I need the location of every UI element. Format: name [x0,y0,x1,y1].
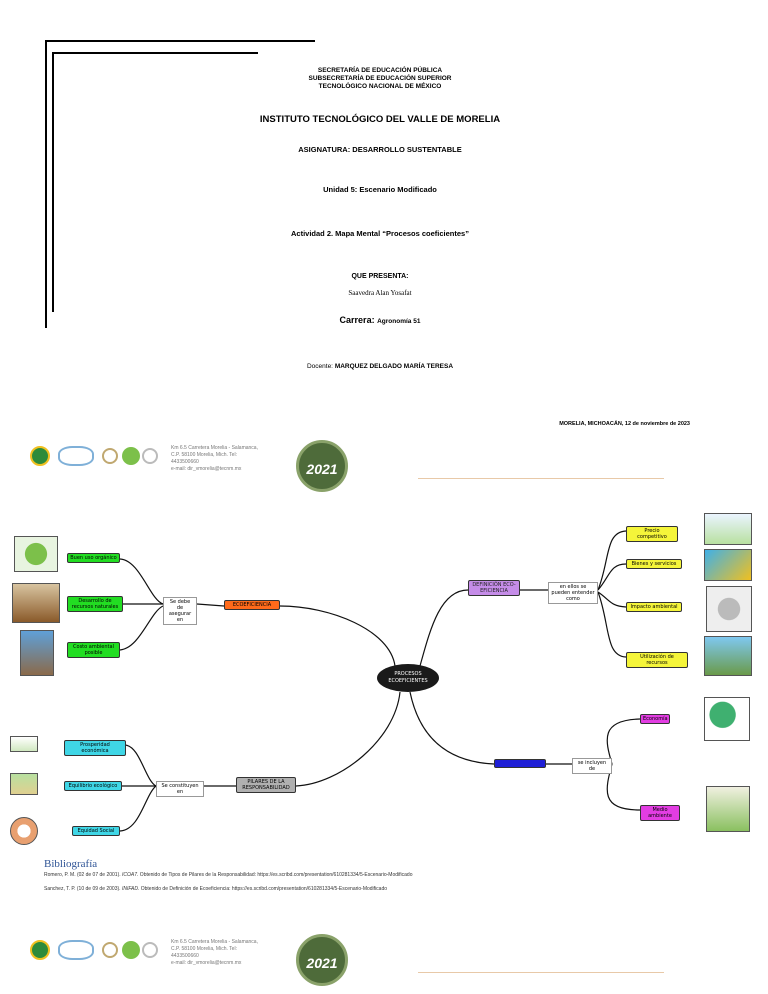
entry-italic: ICOA7 [122,872,138,878]
connector-pilares: Se constituyen en [156,781,204,797]
bibliography-title: Bibliografía [44,858,98,870]
node-precio-competitivo: Precio competitivo [626,526,678,542]
activity: Actividad 2. Mapa Mental “Procesos coefi… [291,229,469,238]
frame-left-inner [52,52,54,312]
node-pilares: PILARES DE LA RESPONSABILIDAD [236,777,296,793]
author: Saavedra Alan Yosafat [348,289,412,297]
presents-label: QUE PRESENTA: [351,273,409,280]
node-buen-uso-organico: Buen uso orgánico [67,553,120,563]
career-value: Agronomía 51 [377,318,421,325]
unit: Unidad 5: Escenario Modificado [323,185,437,194]
connector-ecoeficiencia: Se debe de asegurar en [163,597,197,625]
institution-line: SECRETARÍA DE EDUCACIÓN PÚBLICA [317,67,443,74]
subject: ASIGNATURA: DESARROLLO SUSTENTABLE [298,145,462,154]
eco-globe-image [14,536,58,572]
certification-logo-icon [102,942,118,958]
career: Carrera: Agronomía 51 [180,315,580,325]
teacher: Docente: MARQUEZ DELGADO MARÍA TERESA [180,363,580,370]
sep-logo-icon [30,446,50,466]
frame-left-outer [45,40,47,328]
node-equidad: Equidad Social [72,826,120,836]
mexico-2021-seal-icon: 2021 [296,934,348,986]
quality-logo-icon [142,448,158,464]
node-costo-ambiental: Costo ambiental posible [67,642,120,658]
node-blue-branch [494,759,546,768]
address-line: C.P. 58100 Morelia, Mich. Tel: [171,452,237,458]
certification-logo-icon [102,448,118,464]
entry-text: . Obtenido de Definición de Ecoeficienci… [137,886,388,892]
institution-line: TECNOLÓGICO NACIONAL DE MÉXICO [318,83,442,90]
footer-rule [418,972,664,973]
bibliography-entry: Sanchez, T. P. (10 de 09 de 2003). INIFA… [44,886,387,892]
node-definicion: DEFINICIÓN ECO-EFICIENCIA [468,580,520,596]
quality-logo-icon [142,942,158,958]
frame-top-inner [52,52,258,54]
prosperity-image [10,736,38,752]
footer-address: Km 6.5 Carretera Morelia - Salamanca, C.… [171,445,258,473]
landscape-image [704,636,752,676]
entry-text: Sanchez, T. P. (10 de 09 de 2003). [44,886,122,892]
node-desarrollo-recursos: Desarrollo de recursos naturales [67,596,123,612]
node-medio-ambiente: Medio ambiente [640,805,680,821]
frame-top-outer [45,40,315,42]
node-impacto-ambiental: Impacto ambiental [626,602,682,612]
hourglass-earth-image [20,630,54,676]
address-line: e-mail: dir_vmorelia@tecnm.mx [171,466,242,472]
address-line: Km 6.5 Carretera Morelia - Salamanca, [171,939,258,945]
node-economia: Economía [640,714,670,724]
anniversary-logo-icon [58,940,94,960]
address-line: e-mail: dir_vmorelia@tecnm.mx [171,960,242,966]
connector-incluyen: se incluyen de [572,758,612,774]
people-image [704,513,752,545]
sep-logo-icon [30,940,50,960]
teacher-name: MARQUEZ DELGADO MARÍA TERESA [334,363,454,370]
address-line: C.P. 58100 Morelia, Mich. Tel: [171,946,237,952]
node-ecoeficiencia: ECOEFICIENCIA [224,600,280,610]
teacher-label: Docente: [306,363,333,370]
institution-lines: SECRETARÍA DE EDUCACIÓN PÚBLICA SUBSECRE… [180,67,580,91]
footer-bottom: Km 6.5 Carretera Morelia - Salamanca, C.… [28,934,688,994]
mexico-2021-seal-icon: 2021 [296,440,348,492]
industry-globe-image [706,586,752,632]
place-date: MORELIA, MICHOACÁN, 12 de noviembre de 2… [559,421,690,427]
logs-image [12,583,60,623]
institute-title: INSTITUTO TECNOLÓGICO DEL VALLE DE MOREL… [259,114,501,125]
growth-chart-image [704,549,752,581]
footer-rule [418,478,664,479]
mindmap-connectors [119,530,641,832]
social-equity-image [10,817,38,845]
node-prosperidad: Prosperidad económica [64,740,126,756]
address-line: 4433500660 [171,459,199,465]
entry-text: . Obtenido de Tipos de Pilares de la Res… [137,872,413,878]
node-bienes-servicios: Bienes y servicios [626,559,682,569]
career-label: Carrera: [339,315,375,325]
balance-image [10,773,38,795]
footer-address: Km 6.5 Carretera Morelia - Salamanca, C.… [171,939,258,967]
address-line: 4433500660 [171,953,199,959]
connector-definicion: en ellos se pueden entender como [548,582,598,604]
address-line: Km 6.5 Carretera Morelia - Salamanca, [171,445,258,451]
bibliography-entry: Romero, P. M. (02 de 07 de 2001). ICOA7.… [44,872,412,878]
node-utilizacion-recursos: Utilización de recursos [626,652,688,668]
entry-text: Romero, P. M. (02 de 07 de 2001). [44,872,123,878]
mindmap-center-node: PROCESOS ECOEFICIENTES [377,664,439,692]
anniversary-logo-icon [58,446,94,466]
eco-logo-icon [122,941,140,959]
globe-coins-image [704,697,750,741]
children-planting-image [706,786,750,832]
node-equilibrio: Equilibrio ecológico [64,781,122,791]
entry-italic: INIFAD [121,886,138,892]
eco-logo-icon [122,447,140,465]
institution-line: SUBSECRETARÍA DE EDUCACIÓN SUPERIOR [308,75,452,82]
footer-top: Km 6.5 Carretera Morelia - Salamanca, C.… [28,440,688,500]
